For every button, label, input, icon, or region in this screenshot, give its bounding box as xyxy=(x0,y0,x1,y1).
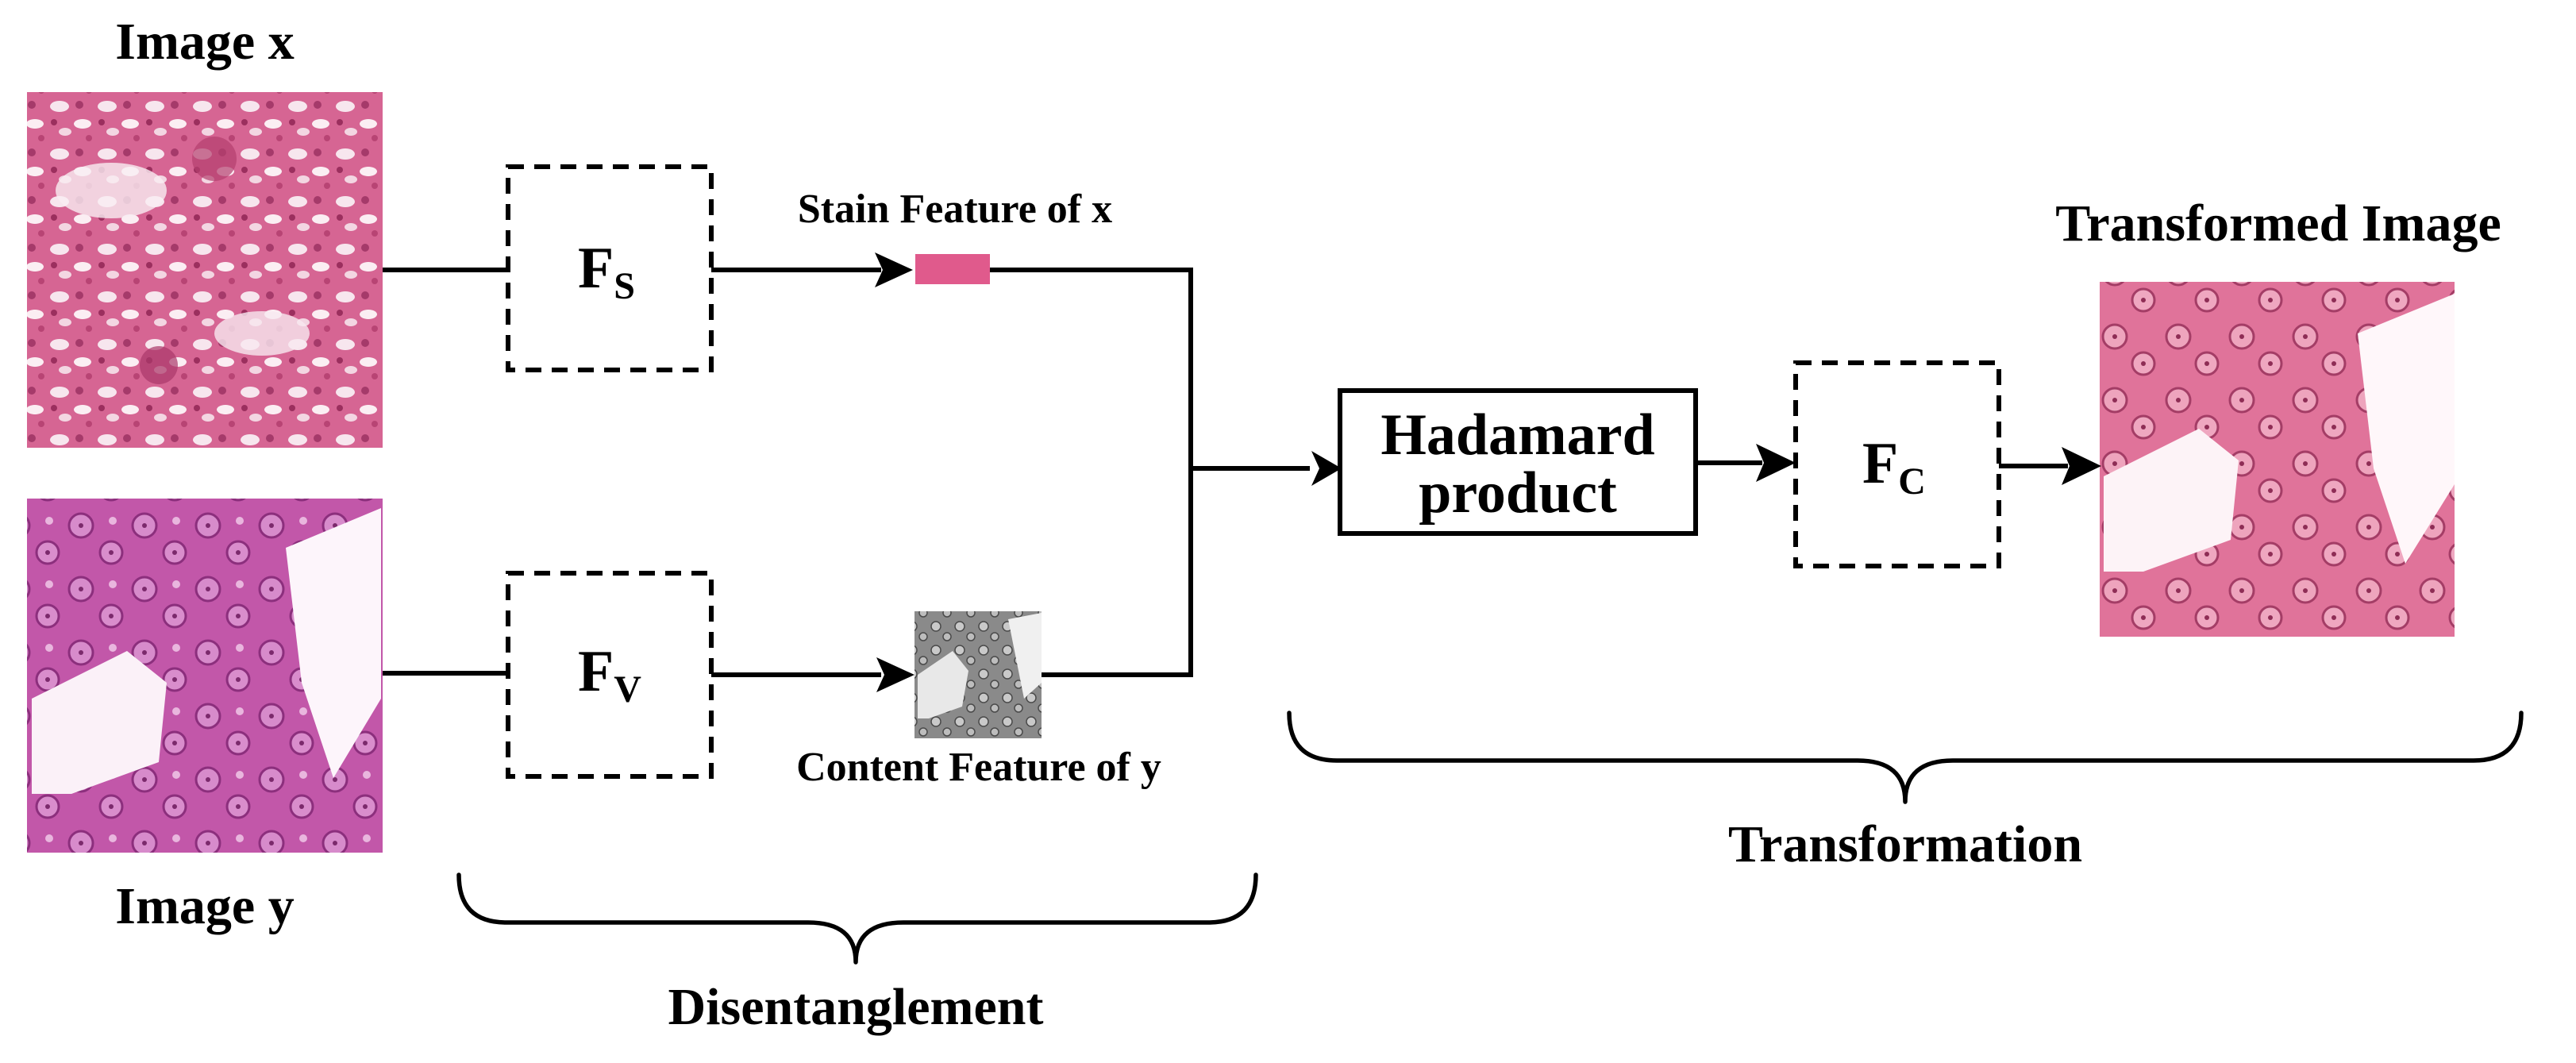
image-x xyxy=(27,92,383,448)
transformed-image-label: Transformed Image xyxy=(2055,194,2501,252)
edge-stain-to-merge xyxy=(990,268,1193,468)
fc-label: FC xyxy=(1862,431,1926,503)
content-feature-label: Content Feature of y xyxy=(796,745,1161,790)
content-feature-image xyxy=(914,611,1042,738)
fv-label: FV xyxy=(578,639,641,711)
fs-block xyxy=(506,164,714,372)
fc-block xyxy=(1793,360,2001,568)
transformed-image xyxy=(2100,282,2455,637)
hadamard-line2: product xyxy=(1419,460,1617,526)
transformation-brace xyxy=(1287,711,2524,804)
fs-label: FS xyxy=(578,236,635,307)
transformation-label: Transformation xyxy=(1728,815,2082,873)
arrowhead-hadamard xyxy=(1311,451,1342,486)
image-y xyxy=(27,499,383,853)
arrowhead-content xyxy=(876,657,914,692)
image-x-label: Image x xyxy=(115,13,294,71)
disentanglement-brace xyxy=(456,872,1258,965)
edge-content-to-merge xyxy=(1042,468,1193,677)
disentanglement-label: Disentanglement xyxy=(668,978,1044,1036)
arrowhead-fc xyxy=(1756,444,1796,482)
arrowhead-output xyxy=(2062,447,2101,485)
image-y-label: Image y xyxy=(115,877,294,935)
stain-feature-label: Stain Feature of x xyxy=(798,187,1112,232)
hadamard-line1: Hadamard xyxy=(1380,402,1654,468)
arrowhead-stain xyxy=(875,252,913,287)
stain-feature-swatch xyxy=(915,254,990,284)
fv-block xyxy=(506,571,714,779)
